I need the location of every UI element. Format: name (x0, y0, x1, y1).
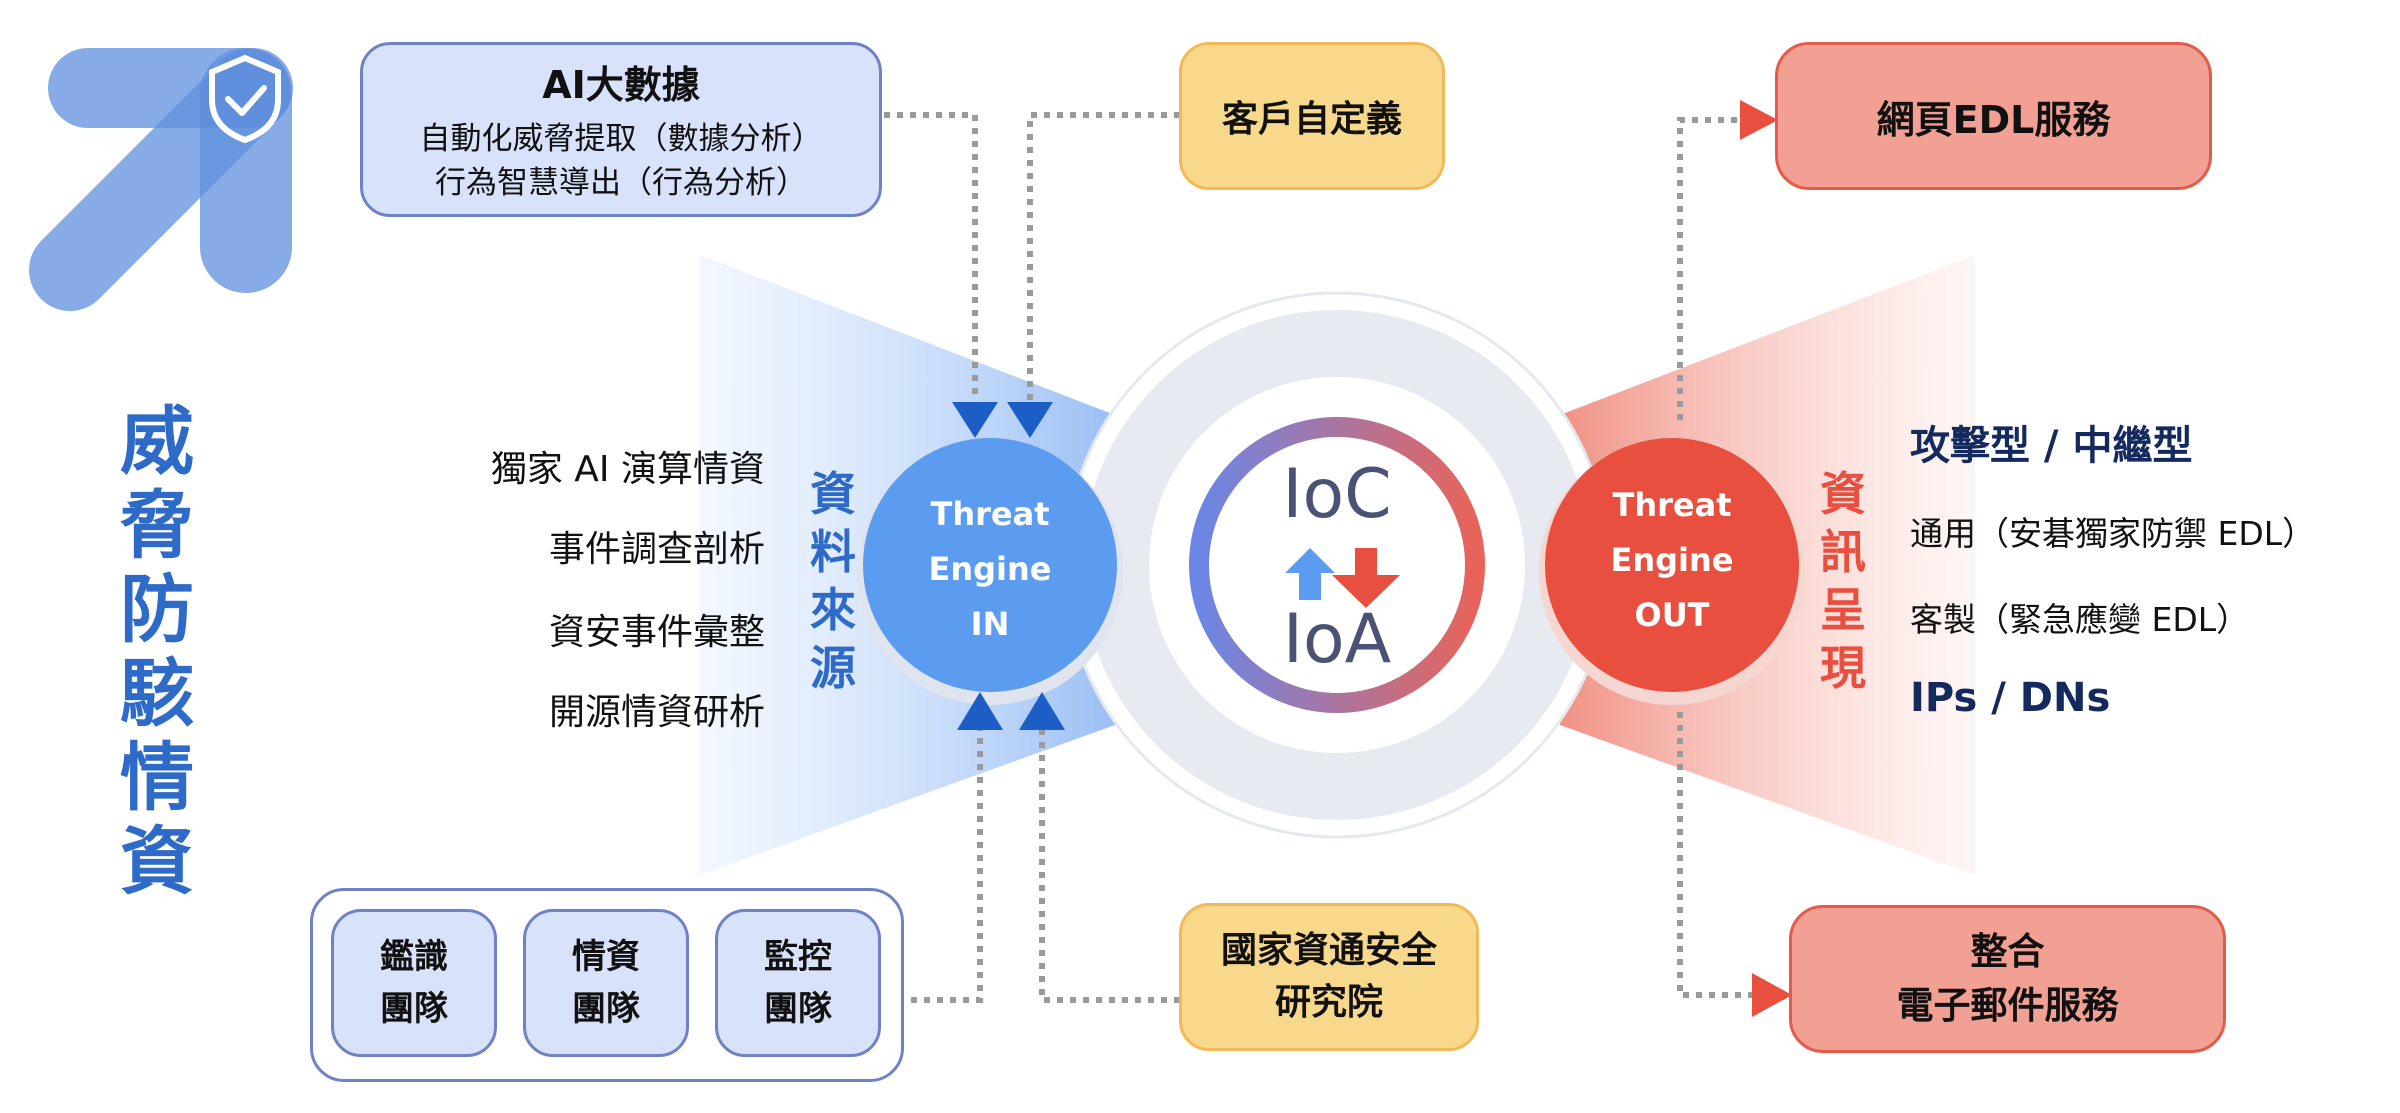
label-info-presentation: 資訊呈現 (1820, 467, 1866, 695)
team-forensics-line2: 團隊 (380, 989, 448, 1029)
engine-in-line2: Engine (928, 550, 1052, 588)
team-intel-line1: 情資 (572, 937, 640, 977)
engine-out-circle (1545, 438, 1799, 692)
team-monitoring: 監控 團隊 (715, 909, 881, 1057)
ai-box-line1: 自動化威脅提取（數據分析） (419, 121, 823, 157)
engine-out-line2: Engine (1610, 541, 1734, 579)
engine-in-line1: Threat (930, 495, 1050, 533)
engine-in-circle (863, 438, 1117, 692)
teams-group: 鑑識 團隊 情資 團隊 監控 團隊 (310, 888, 904, 1082)
nics-line2: 研究院 (1274, 982, 1383, 1023)
ai-box-title: AI大數據 (542, 63, 700, 107)
nics-line1: 國家資通安全 (1220, 930, 1437, 971)
output-item-general: 通用（安碁獨家防禦 EDL） (1910, 514, 2316, 553)
customer-defined-label: 客戶自定義 (1221, 99, 1402, 140)
core-ioa: IoA (1282, 600, 1392, 679)
team-forensics-line1: 鑑識 (380, 937, 448, 977)
connector-lines (884, 112, 1760, 1003)
email-service-box: 整合 電子郵件服務 (1789, 905, 2226, 1053)
arrow-logo-icon (29, 48, 293, 311)
down-arrow-icon (1332, 548, 1400, 608)
engine-out-line1: Threat (1612, 486, 1732, 524)
team-intel: 情資 團隊 (523, 909, 689, 1057)
output-footer: IPs / DNs (1910, 675, 2111, 721)
email-line2: 電子郵件服務 (1896, 984, 2119, 1027)
ai-big-data-box: AI大數據 自動化威脅提取（數據分析） 行為智慧導出（行為分析） (360, 42, 882, 217)
core-ioc: IoC (1282, 455, 1392, 534)
team-intel-line2: 團隊 (572, 989, 640, 1029)
output-item-custom: 客製（緊急應變 EDL） (1910, 600, 2250, 639)
team-monitoring-line2: 團隊 (764, 989, 832, 1029)
label-data-source: 資料來源 (810, 467, 856, 695)
core-ring (1189, 417, 1485, 713)
source-item-ai: 獨家 AI 演算情資 (490, 449, 765, 490)
source-item-incident: 事件調查剖析 (548, 529, 765, 570)
customer-defined-box: 客戶自定義 (1179, 42, 1445, 190)
input-arrowheads (952, 402, 1065, 730)
ai-box-line2: 行為智慧導出（行為分析） (435, 165, 807, 201)
engine-in-label: Threat Engine IN (890, 487, 1090, 652)
engine-in-line3: IN (970, 605, 1010, 643)
source-item-events: 資安事件彙整 (548, 612, 765, 653)
web-edl-box: 網頁EDL服務 (1775, 42, 2212, 190)
engine-out-line3: OUT (1634, 596, 1710, 634)
output-heading: 攻擊型 / 中繼型 (1910, 423, 2193, 469)
team-monitoring-line1: 監控 (764, 937, 832, 977)
shield-check-icon (209, 54, 281, 144)
nics-box: 國家資通安全 研究院 (1179, 903, 1479, 1051)
up-arrow-icon (1285, 548, 1335, 600)
page-title: 威脅防駭情資 (120, 399, 194, 905)
email-line1: 整合 (1970, 930, 2045, 973)
source-item-osint: 開源情資研析 (548, 692, 765, 733)
web-edl-label: 網頁EDL服務 (1876, 97, 2111, 142)
output-arrowheads (1740, 100, 1792, 1017)
engine-out-label: Threat Engine OUT (1572, 478, 1772, 643)
team-forensics: 鑑識 團隊 (331, 909, 497, 1057)
